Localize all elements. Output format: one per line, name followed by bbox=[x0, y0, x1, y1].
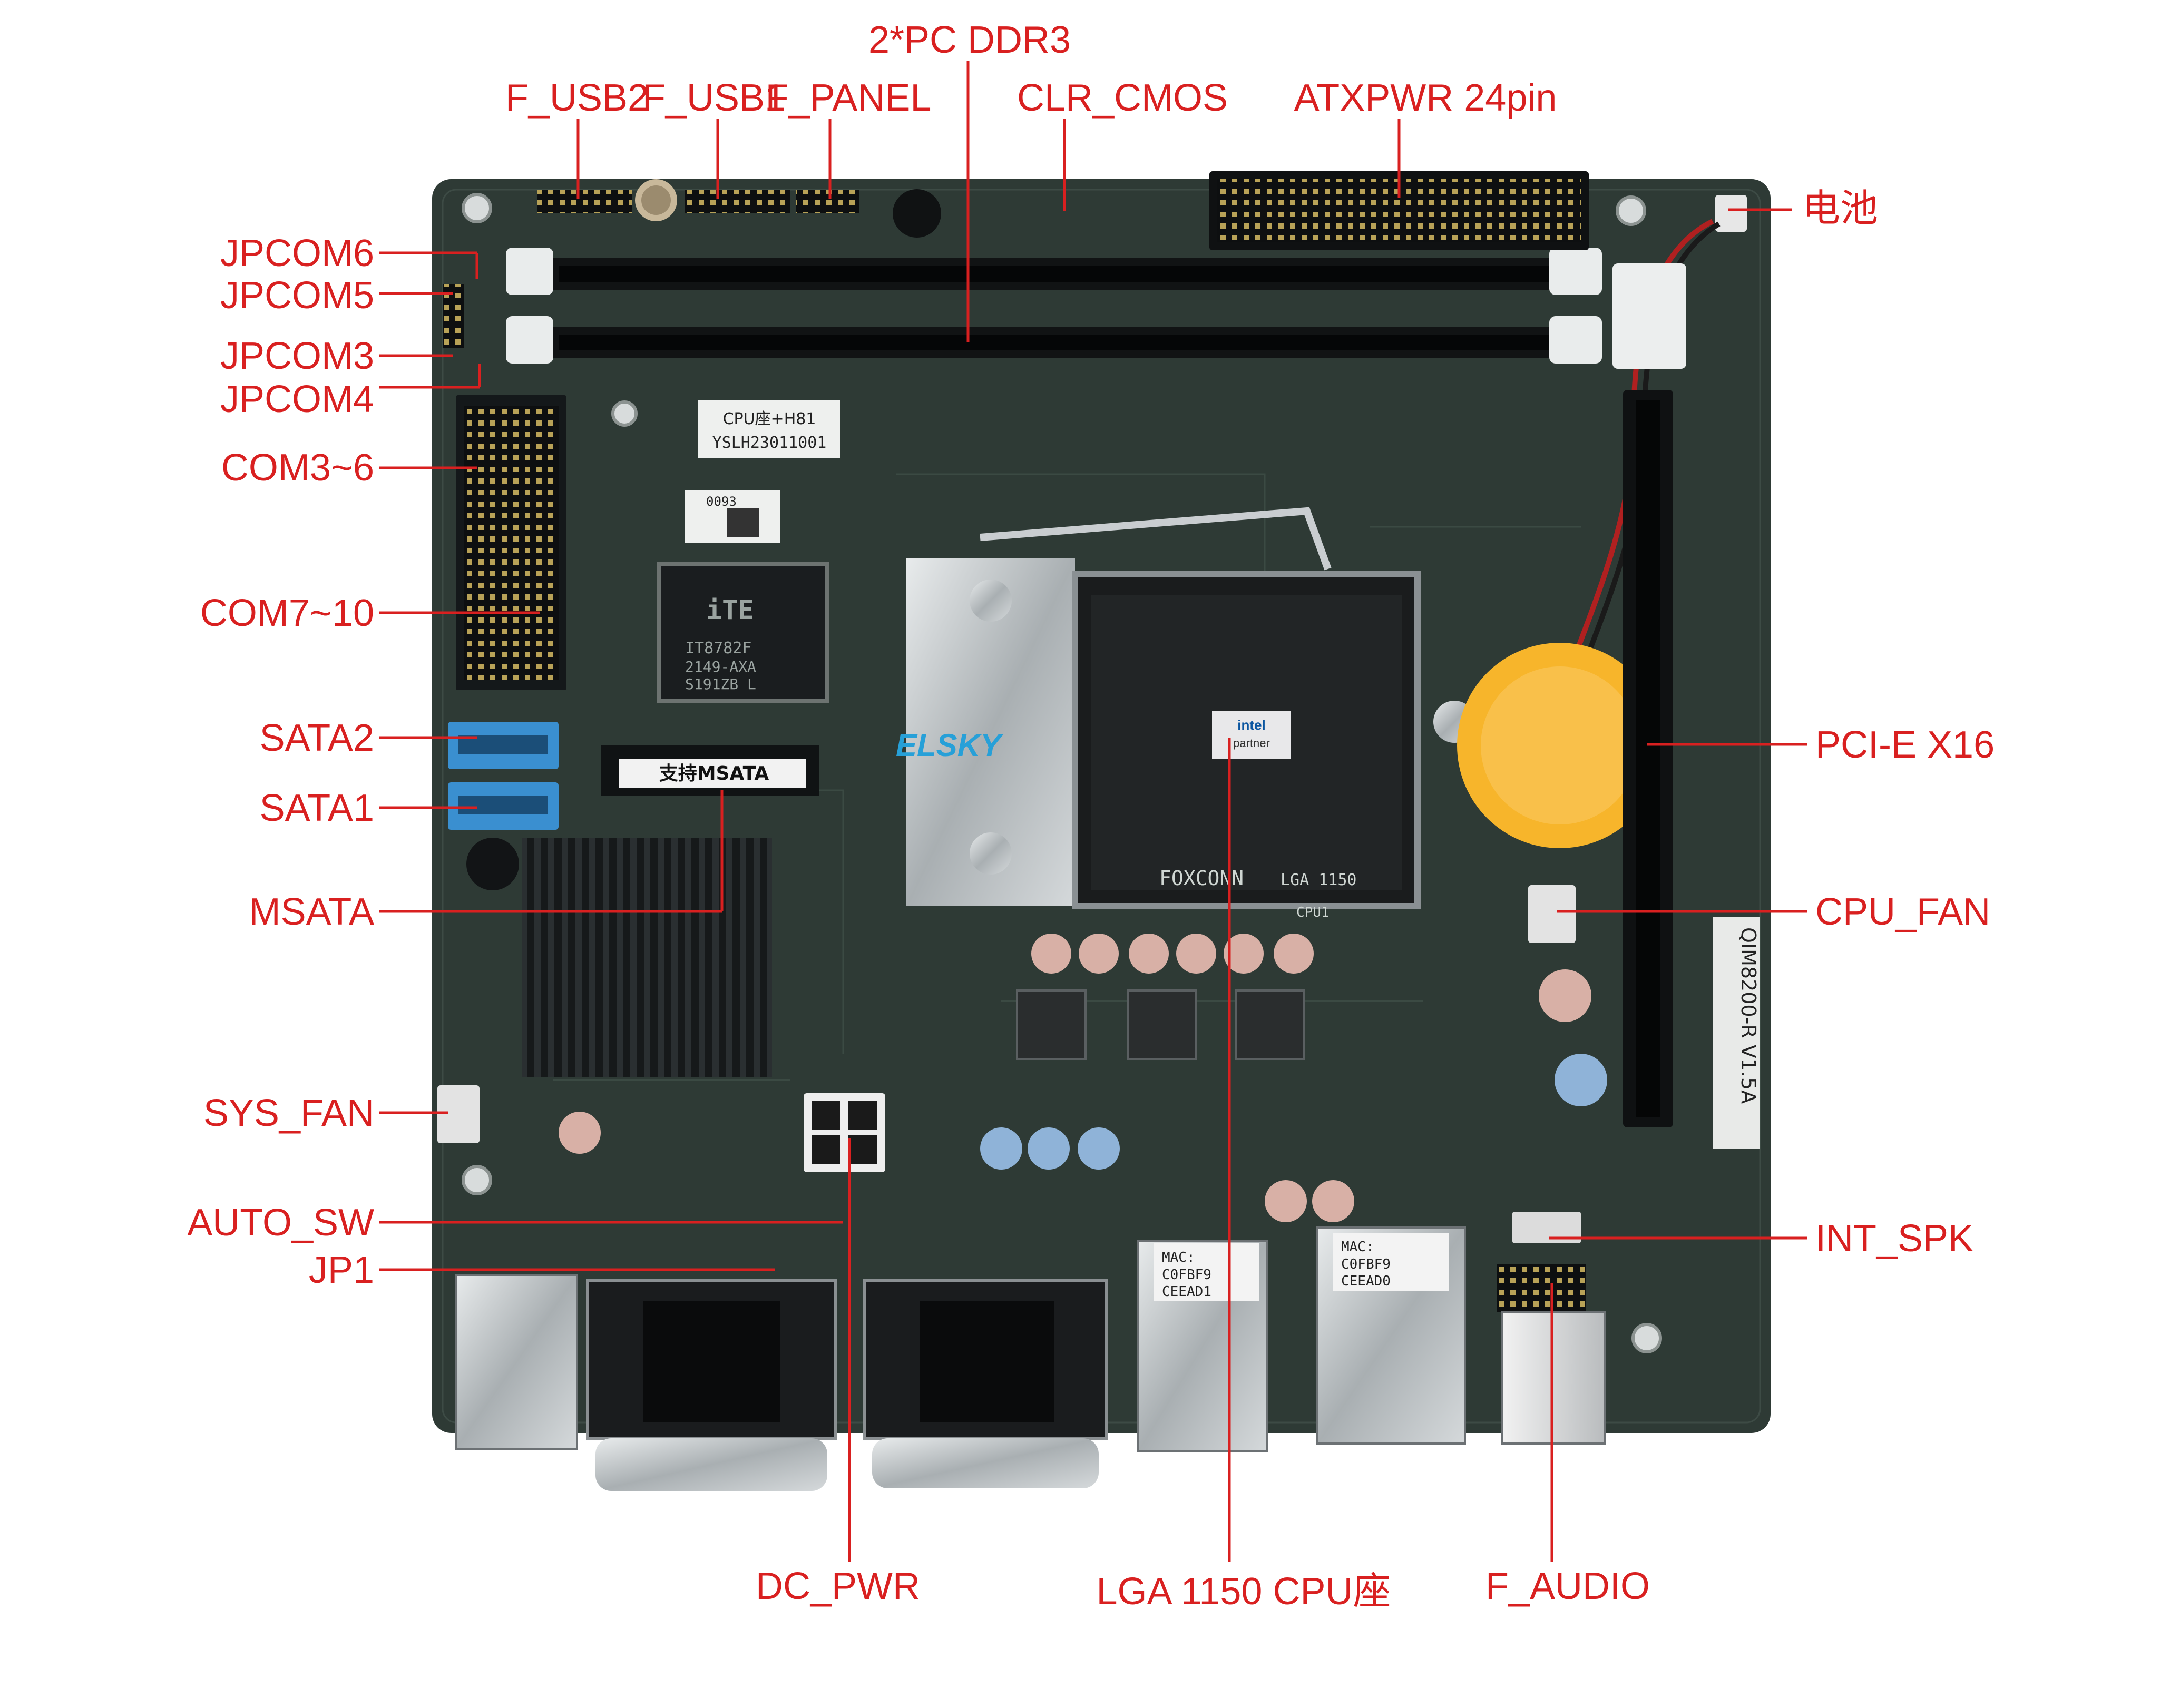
label-f-usb1: F_USB1 bbox=[642, 77, 786, 119]
mac2-line1: MAC: bbox=[1341, 1239, 1374, 1255]
coin-battery bbox=[1457, 643, 1663, 848]
top-headers bbox=[537, 179, 941, 238]
label-jpcom3: JPCOM3 bbox=[220, 335, 374, 377]
label-cpu-fan: CPU_FAN bbox=[1815, 891, 1990, 933]
sio-chip-line3: S191ZB L bbox=[685, 675, 756, 693]
label-dc-pwr: DC_PWR bbox=[756, 1565, 920, 1607]
label-pcie-x16: PCI-E X16 bbox=[1815, 724, 1995, 766]
board-model-text: QIM8200-R V1.5A bbox=[1737, 927, 1760, 1104]
sys-fan-header bbox=[437, 1085, 480, 1143]
chipset-heatsink bbox=[466, 838, 772, 1077]
mac2-line2: C0FBF9 bbox=[1341, 1257, 1391, 1272]
callout-labels: 2*PC DDR3 F_USB2 F_USB1 F_PANEL CLR_CMOS… bbox=[187, 19, 1995, 1613]
label-battery: 电池 bbox=[1802, 188, 1878, 230]
label-int-spk: INT_SPK bbox=[1815, 1218, 1973, 1260]
label-auto-sw: AUTO_SW bbox=[187, 1202, 374, 1244]
svg-text:iTE: iTE bbox=[706, 595, 754, 625]
label-jpcom6: JPCOM6 bbox=[220, 232, 374, 274]
label-com7-10: COM7~10 bbox=[200, 592, 374, 634]
label-atxpwr: ATXPWR 24pin bbox=[1294, 77, 1557, 119]
logo-text: ELSKY bbox=[896, 728, 1004, 763]
intel-badge-line1: intel bbox=[1237, 717, 1265, 733]
board-stickers: CPU座+H81 YSLH23011001 0093 bbox=[685, 400, 840, 543]
label-jpcom4: JPCOM4 bbox=[220, 378, 374, 420]
mac1-line1: MAC: bbox=[1162, 1250, 1195, 1265]
sata-ports bbox=[448, 722, 559, 830]
cpu-fan-header bbox=[1528, 885, 1576, 943]
label-f-audio: F_AUDIO bbox=[1485, 1565, 1650, 1607]
dc-power-connector bbox=[804, 1093, 885, 1172]
vrm-components bbox=[559, 934, 1607, 1222]
sio-chip-line2: 2149-AXA bbox=[685, 658, 756, 675]
label-sata1: SATA1 bbox=[260, 787, 374, 829]
mac1-line2: C0FBF9 bbox=[1162, 1267, 1211, 1283]
socket-type-text: LGA 1150 bbox=[1281, 871, 1357, 889]
board-model: QIM8200-R V1.5A bbox=[1713, 917, 1760, 1149]
label-sata2: SATA2 bbox=[260, 717, 374, 759]
sticker-cpu-text: CPU座+H81 bbox=[723, 410, 816, 428]
msata-slot-label: 支持MSATA bbox=[659, 763, 769, 784]
label-com3-6: COM3~6 bbox=[221, 447, 374, 489]
super-io-chip: iTE IT8782F 2149-AXA S191ZB L bbox=[657, 562, 829, 703]
label-pc-ddr3: 2*PC DDR3 bbox=[868, 19, 1071, 61]
leader-lines bbox=[379, 61, 1807, 1562]
label-msata: MSATA bbox=[249, 891, 374, 933]
com-headers bbox=[443, 284, 566, 690]
sticker-code-text: 0093 bbox=[706, 494, 737, 509]
pcie-x16-slot bbox=[1612, 263, 1686, 1127]
label-lga1150: LGA 1150 CPU座 bbox=[1097, 1570, 1391, 1613]
ddr3-slots bbox=[506, 248, 1602, 364]
label-sys-fan: SYS_FAN bbox=[203, 1092, 374, 1134]
label-clr-cmos: CLR_CMOS bbox=[1017, 77, 1228, 119]
label-jp1: JP1 bbox=[309, 1249, 374, 1291]
label-jpcom5: JPCOM5 bbox=[220, 274, 374, 317]
mac2-line3: CEEAD0 bbox=[1341, 1273, 1391, 1289]
socket-brand-text: FOXCONN bbox=[1159, 867, 1244, 890]
elsky-logo: ELSKY bbox=[896, 728, 1004, 763]
f-audio-header bbox=[1497, 1264, 1586, 1312]
atx-power-connector bbox=[1209, 171, 1589, 250]
intel-badge-line2: partner bbox=[1233, 737, 1270, 750]
msata-slot: 支持MSATA bbox=[601, 745, 819, 796]
label-f-panel: F_PANEL bbox=[766, 77, 932, 119]
mac1-line3: CEEAD1 bbox=[1162, 1284, 1211, 1300]
sio-chip-name: IT8782F bbox=[685, 639, 751, 657]
sticker-id-text: YSLH23011001 bbox=[712, 434, 827, 452]
int-spk-header bbox=[1512, 1212, 1581, 1243]
cpu-socket: intel partner FOXCONN LGA 1150 CPU1 bbox=[906, 507, 1475, 920]
label-f-usb2: F_USB2 bbox=[505, 77, 649, 119]
socket-ref-text: CPU1 bbox=[1296, 905, 1330, 920]
